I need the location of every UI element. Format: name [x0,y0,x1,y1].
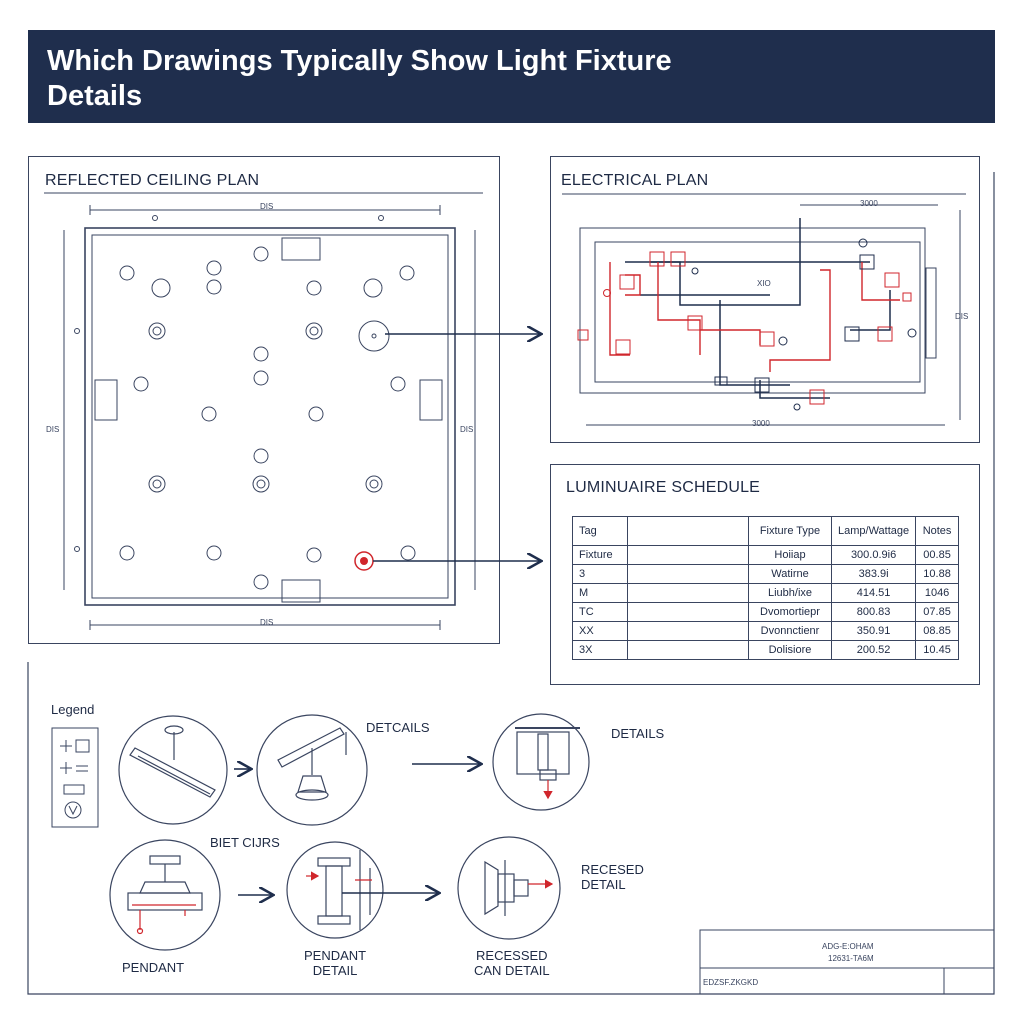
schedule-cell: Watirne [748,564,832,584]
rcp-title: REFLECTED CEILING PLAN [45,172,260,189]
detail-circle-linear [118,715,228,825]
schedule-cell: Dvonnctienr [748,621,832,641]
electrical-dim-top: 3000 [860,199,878,208]
schedule-cell: 3 [572,564,628,584]
schedule-cell [627,640,749,660]
schedule-cell: Dolisiore [748,640,832,660]
pendant-label: PENDANT [122,960,185,975]
schedule-cell: 200.52 [830,640,917,660]
rcp-panel: REFLECTED CEILING PLAN [28,156,500,644]
legend-box [51,727,99,828]
table-row: 3X Dolisiore 200.52 10.45 [572,640,959,660]
rcp-dim-bottom: DIS [260,618,274,627]
schedule-cell: 414.51 [830,583,917,603]
schedule-cell: Liubh/ixe [748,583,832,603]
recessed-can-detail-label: RECESSED CAN DETAIL [474,948,550,978]
electrical-dim-right: DIS [955,312,969,321]
table-row: M Liubh/ixe 414.51 1046 [572,583,959,603]
schedule-cell: Hoiiap [748,545,832,565]
detail-circle-pendant-track [256,714,368,826]
detail-circle-pendant-section [286,841,384,939]
schedule-cell: 800.83 [830,602,917,622]
detail-label-a: DETCAILS [366,720,430,735]
schedule-cell: 08.85 [915,621,959,641]
table-row: TC Dvomortiepr 800.83 07.85 [572,602,959,622]
detail-label-recesed: RECESED DETAIL [581,862,644,892]
schedule-header-lamp-wattage: Lamp/Wattage [830,516,917,546]
schedule-cell: 00.85 [915,545,959,565]
schedule-cell: 300.0.9i6 [830,545,917,565]
electrical-dim-bottom: 3000 [752,419,770,428]
schedule-cell: M [572,583,628,603]
schedule-cell: XX [572,621,628,641]
schedule-header-fixture-type: Fixture Type [748,516,832,546]
schedule-cell: 3X [572,640,628,660]
schedule-cell: Fixture [572,545,628,565]
schedule-cell [627,583,749,603]
electrical-title: ELECTRICAL PLAN [561,172,709,189]
rcp-dim-right: DIS [460,425,474,434]
schedule-cell: TC [572,602,628,622]
rcp-dim-top: DIS [260,202,274,211]
schedule-header-row: Tag Fixture Type Lamp/Wattage Notes [572,516,959,546]
title-block-line2: 12631-TA6M [828,954,874,963]
legend-label: Legend [51,702,95,717]
schedule-cell: 10.45 [915,640,959,660]
page-title: Which Drawings Typically Show Light Fixt… [47,45,672,112]
schedule-cell [627,545,749,565]
schedule-cell: 383.9i [830,564,917,584]
schedule-header-tag: Tag [572,516,628,546]
electrical-panel: ELECTRICAL PLAN [550,156,980,443]
schedule-cell [627,564,749,584]
title-block-line1: ADG-E:OHAM [822,942,874,951]
schedule-header-notes: Notes [915,516,959,546]
schedule-cell [627,602,749,622]
schedule-cell: 1046 [915,583,959,603]
schedule-cell: 350.91 [830,621,917,641]
detail-circle-pendant [109,839,221,951]
title-block-line3: EDZSF.ZKGKD [703,978,759,987]
table-row: Fixture Hoiiap 300.0.9i6 00.85 [572,545,959,565]
table-row: XX Dvonnctienr 350.91 08.85 [572,621,959,641]
schedule-cell: Dvomortiepr [748,602,832,622]
electrical-label-mid: XIO [757,279,771,288]
schedule-cell [627,621,749,641]
detail-label-c: BIET CIJRS [210,835,280,850]
detail-label-b: DETAILS [611,726,665,741]
schedule-title: LUMINUAIRE SCHEDULE [566,479,761,496]
pendant-detail-label: PENDANT DETAIL [304,948,367,978]
detail-circle-recessed-can [457,836,561,940]
detail-circle-section [492,713,590,811]
luminaire-schedule-table: Tag Fixture Type Lamp/Wattage Notes Fixt… [572,516,959,660]
schedule-cell: 10.88 [915,564,959,584]
title-banner: Which Drawings Typically Show Light Fixt… [28,30,995,123]
schedule-cell: 07.85 [915,602,959,622]
table-row: 3 Watirne 383.9i 10.88 [572,564,959,584]
schedule-header-blank [627,516,749,546]
rcp-dim-left: DIS [46,425,60,434]
